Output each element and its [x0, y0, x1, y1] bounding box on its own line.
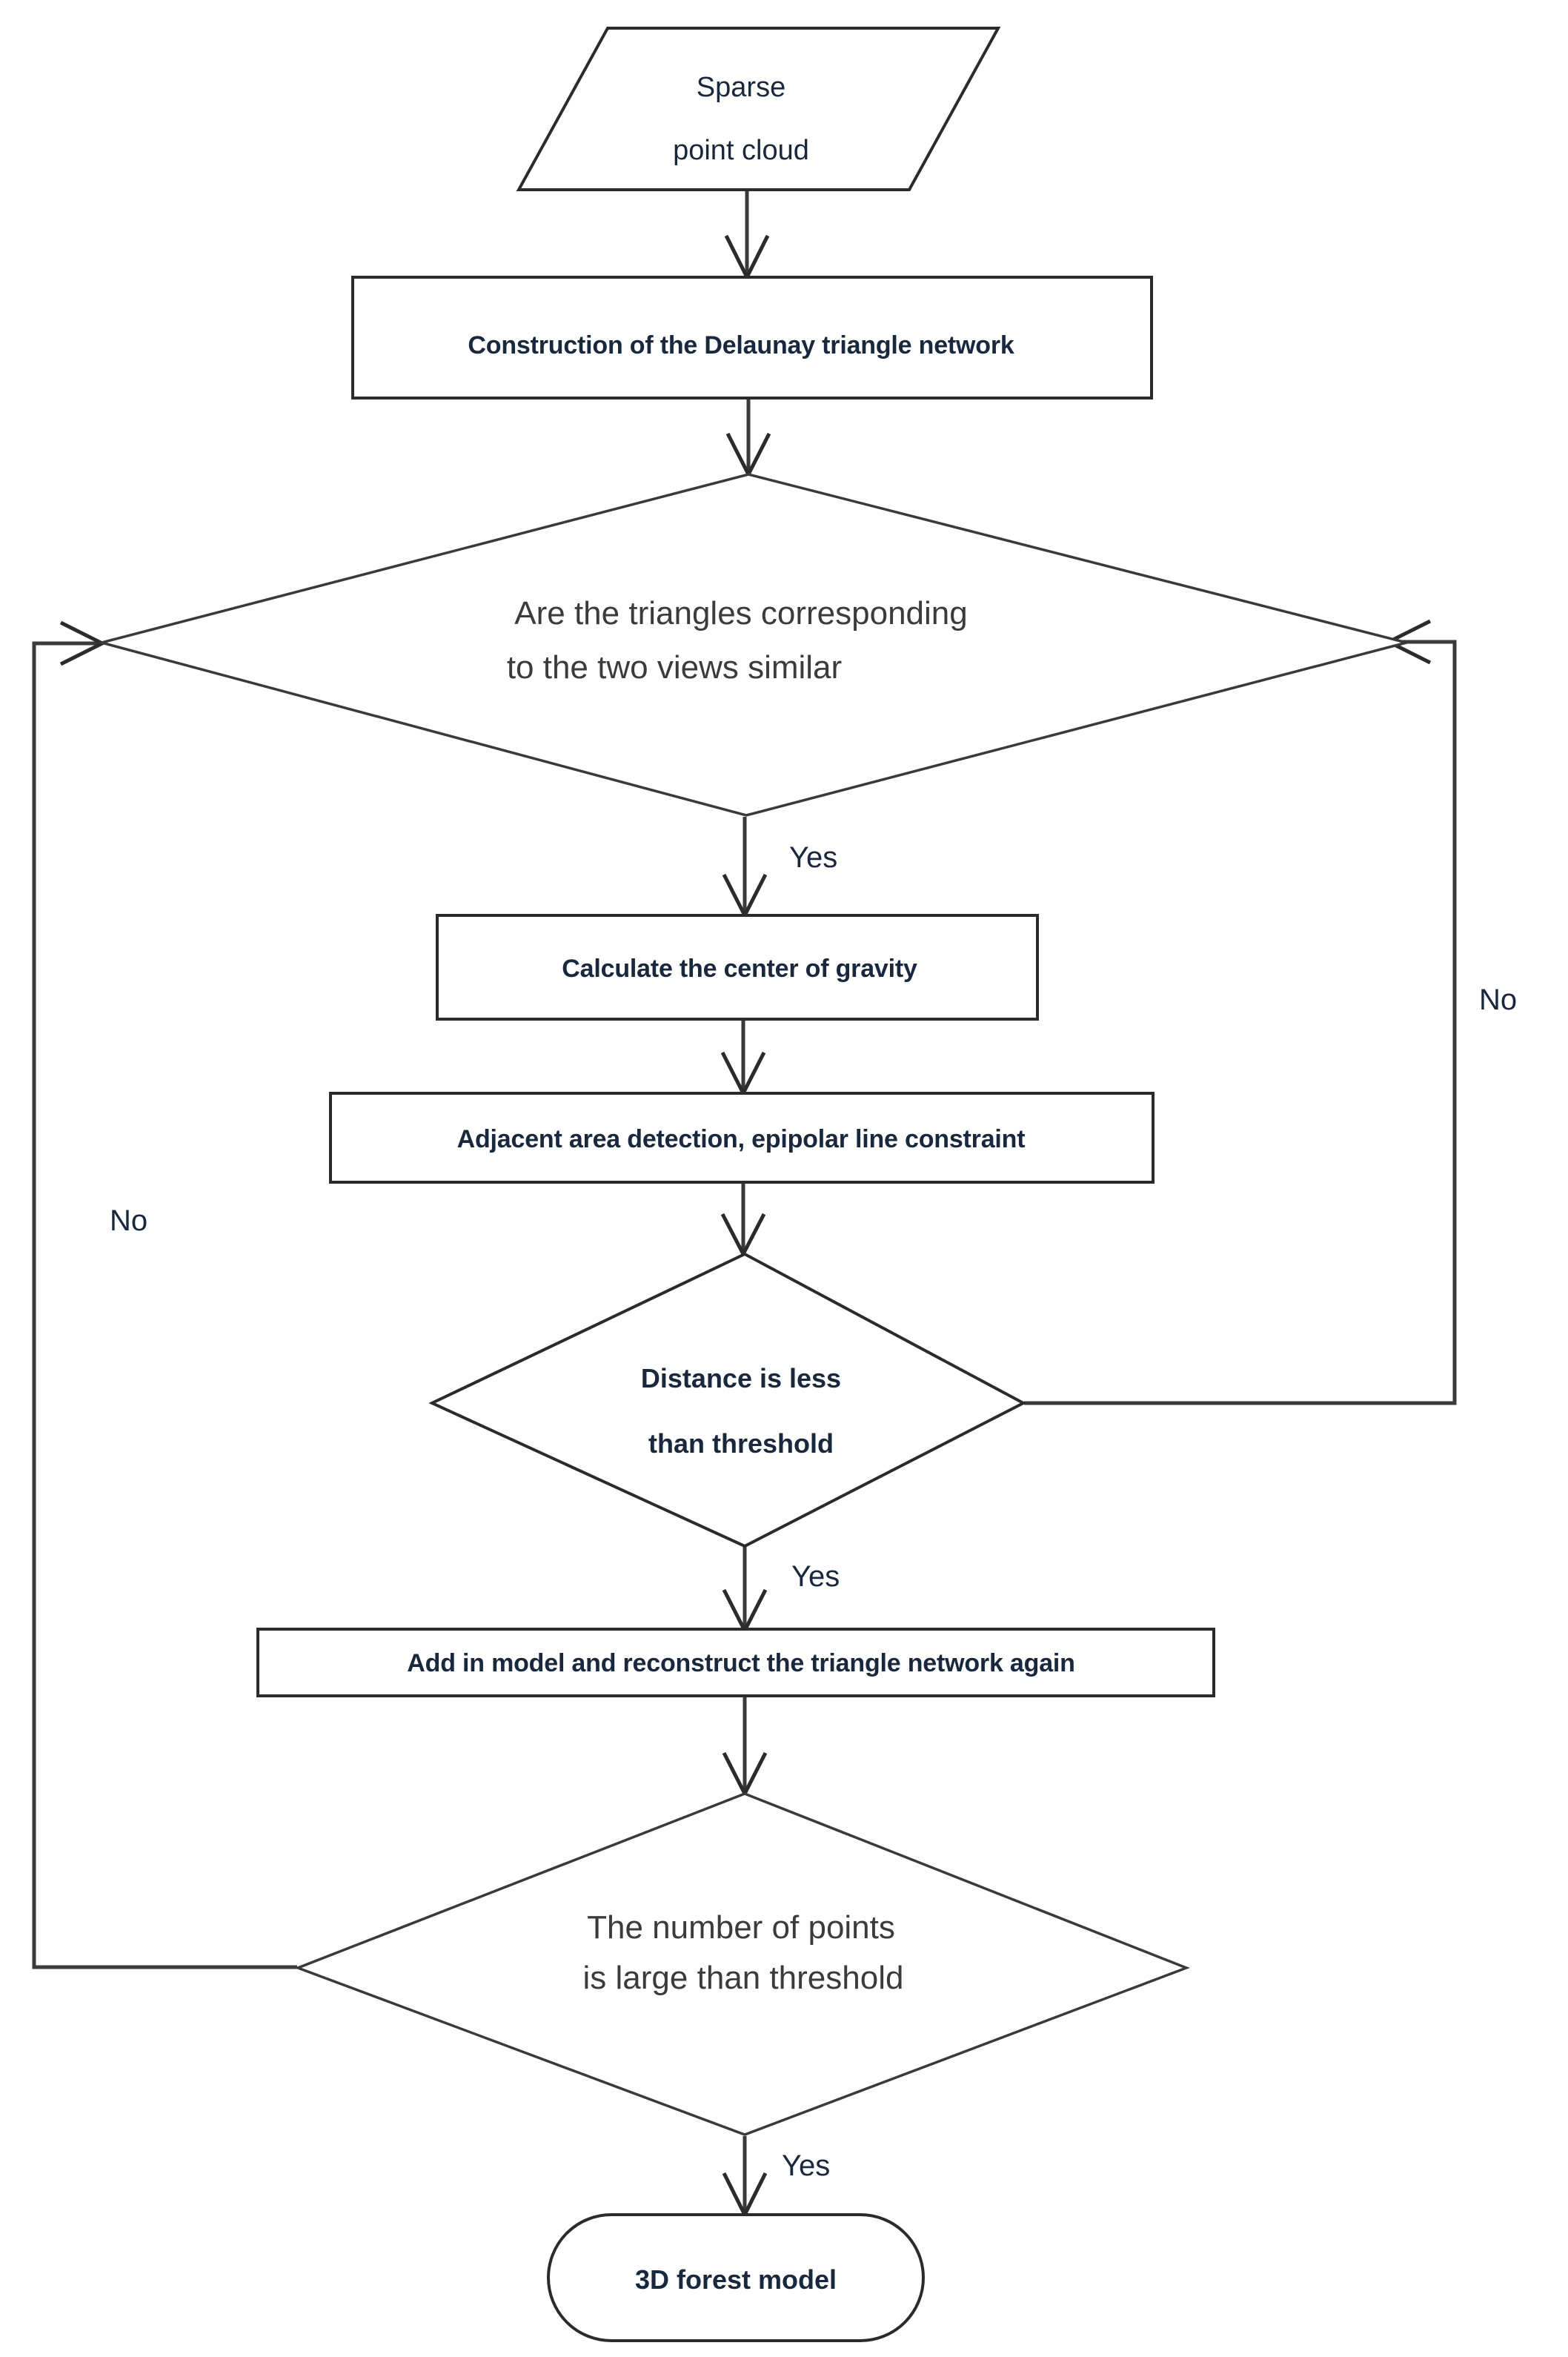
process-add-model-label: Add in model and reconstruct the triangl… — [407, 1649, 1074, 1677]
decision-similar-label-line1: Are the triangles corresponding — [514, 595, 967, 631]
edge-label-similar-no-right: No — [1479, 984, 1517, 1016]
edge-epipolar-to-decision-distance — [720, 1181, 766, 1259]
process-gravity-label: Calculate the center of gravity — [562, 955, 917, 983]
decision-points-label-line2: is large than threshold — [583, 1960, 904, 1996]
edge-points-yes-to-terminal — [722, 2136, 768, 2219]
terminal-label: 3D forest model — [635, 2264, 837, 2295]
decision-points-label-line1: The number of points — [587, 1909, 895, 1946]
edge-distance-no-loop — [1024, 619, 1457, 1405]
node-decision-point-count[interactable] — [294, 1792, 1190, 2136]
node-process-delaunay[interactable] — [351, 276, 1153, 400]
edge-gravity-to-epipolar — [720, 1018, 766, 1098]
decision-distance-label-line1: Distance is less — [641, 1363, 841, 1393]
input-label-line1: Sparse — [697, 72, 785, 103]
edge-label-points-no-left: No — [110, 1204, 147, 1237]
node-decision-similar[interactable] — [96, 473, 1412, 817]
edge-distance-yes-to-add-model — [722, 1546, 768, 1635]
node-decision-distance[interactable] — [428, 1252, 1027, 1548]
decision-distance-label-line2: than threshold — [648, 1428, 834, 1459]
node-input-sparse-point-cloud[interactable] — [516, 27, 1001, 191]
input-label-line2: point cloud — [673, 135, 809, 166]
edge-add-model-to-decision-points — [722, 1695, 768, 1798]
node-process-add-in-model[interactable] — [256, 1628, 1215, 1697]
edge-input-to-delaunay — [724, 191, 770, 282]
edge-label-similar-yes: Yes — [789, 841, 837, 874]
edge-delaunay-to-decision-similar — [725, 398, 771, 479]
edge-similar-yes-to-gravity — [722, 817, 768, 920]
edge-label-distance-yes: Yes — [791, 1560, 840, 1593]
process-epipolar-label: Adjacent area detection, epipolar line c… — [457, 1125, 1026, 1153]
decision-similar-label-line2: to the two views similar — [507, 649, 842, 686]
edge-points-no-loop — [32, 620, 297, 1969]
process-delaunay-label: Construction of the Delaunay triangle ne… — [468, 331, 1014, 359]
node-terminal-3d-forest-model[interactable] — [547, 2213, 925, 2342]
node-process-epipolar-constraint[interactable] — [329, 1092, 1155, 1184]
node-process-center-of-gravity[interactable] — [436, 914, 1039, 1021]
edge-label-points-yes: Yes — [782, 2149, 830, 2182]
